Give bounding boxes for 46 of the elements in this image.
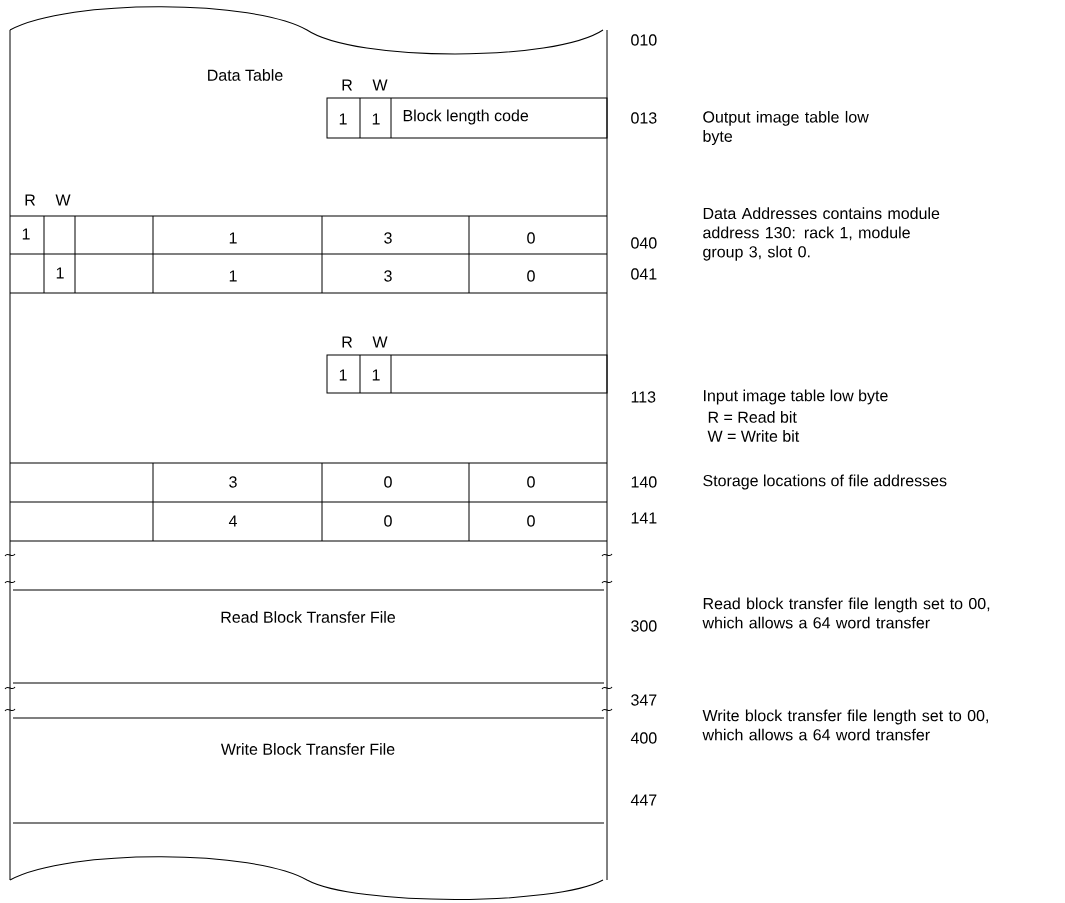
note-text: Data Addresses contains module address 130: rack 1, module group 3, slot 0. xyxy=(703,207,940,261)
note-text: Storage locations of file addresses xyxy=(703,474,947,490)
bit-value: 1 xyxy=(372,113,380,125)
cell-value: 0 xyxy=(527,476,535,488)
cell-value: 1 xyxy=(229,232,237,244)
address-label: 010 xyxy=(631,34,657,46)
bit-header: W xyxy=(372,336,388,348)
bit-header: R xyxy=(25,194,36,206)
bit-value: 1 xyxy=(339,369,347,381)
address-label: 113 xyxy=(631,391,656,403)
cell-value: 0 xyxy=(384,515,392,527)
address-label: 141 xyxy=(631,512,657,524)
file-band: Write Block Transfer File xyxy=(12,717,605,824)
note-text: Output image table low byte xyxy=(703,110,869,146)
field-label: Block length code xyxy=(403,109,529,125)
bit-value: 1 xyxy=(339,113,347,125)
cell-value: 0 xyxy=(527,515,535,527)
address-label: 300 xyxy=(631,620,657,632)
cell-value: 0 xyxy=(527,270,535,282)
bit-header: R xyxy=(342,336,353,348)
address-label: 013 xyxy=(631,112,657,124)
address-label: 400 xyxy=(630,732,657,744)
cell-value: 1 xyxy=(229,270,237,282)
cell-value: 3 xyxy=(384,270,392,282)
note-text: Input image table low byte xyxy=(704,389,888,405)
note-text: W = Write bit xyxy=(707,430,800,442)
note-text: Read block transfer file length set to 00, which allows a 64 word transfer xyxy=(702,597,990,629)
cell-value: 0 xyxy=(384,476,392,488)
file-band: Read Block Transfer File xyxy=(12,589,605,684)
cell-value: 3 xyxy=(229,476,237,488)
address-label: 347 xyxy=(631,694,657,706)
address-label: 040 xyxy=(631,237,657,249)
cell-value: 3 xyxy=(384,232,392,244)
address-label: 041 xyxy=(631,268,657,280)
bit-value: 1 xyxy=(56,267,64,279)
bit-value: 1 xyxy=(372,369,380,381)
cell-value: 0 xyxy=(527,232,535,244)
bit-header: W xyxy=(372,79,388,91)
address-label: 140 xyxy=(631,476,657,488)
bit-header: R xyxy=(342,79,353,91)
address-label: 447 xyxy=(630,794,657,806)
note-text: Write block transfer file length set to 00, which allows a 64 word transfer xyxy=(702,709,988,741)
cell-value: 4 xyxy=(228,515,237,527)
bit-header: W xyxy=(55,194,71,206)
note-text: R = Read bit xyxy=(708,411,797,423)
bit-value: 1 xyxy=(22,228,30,240)
